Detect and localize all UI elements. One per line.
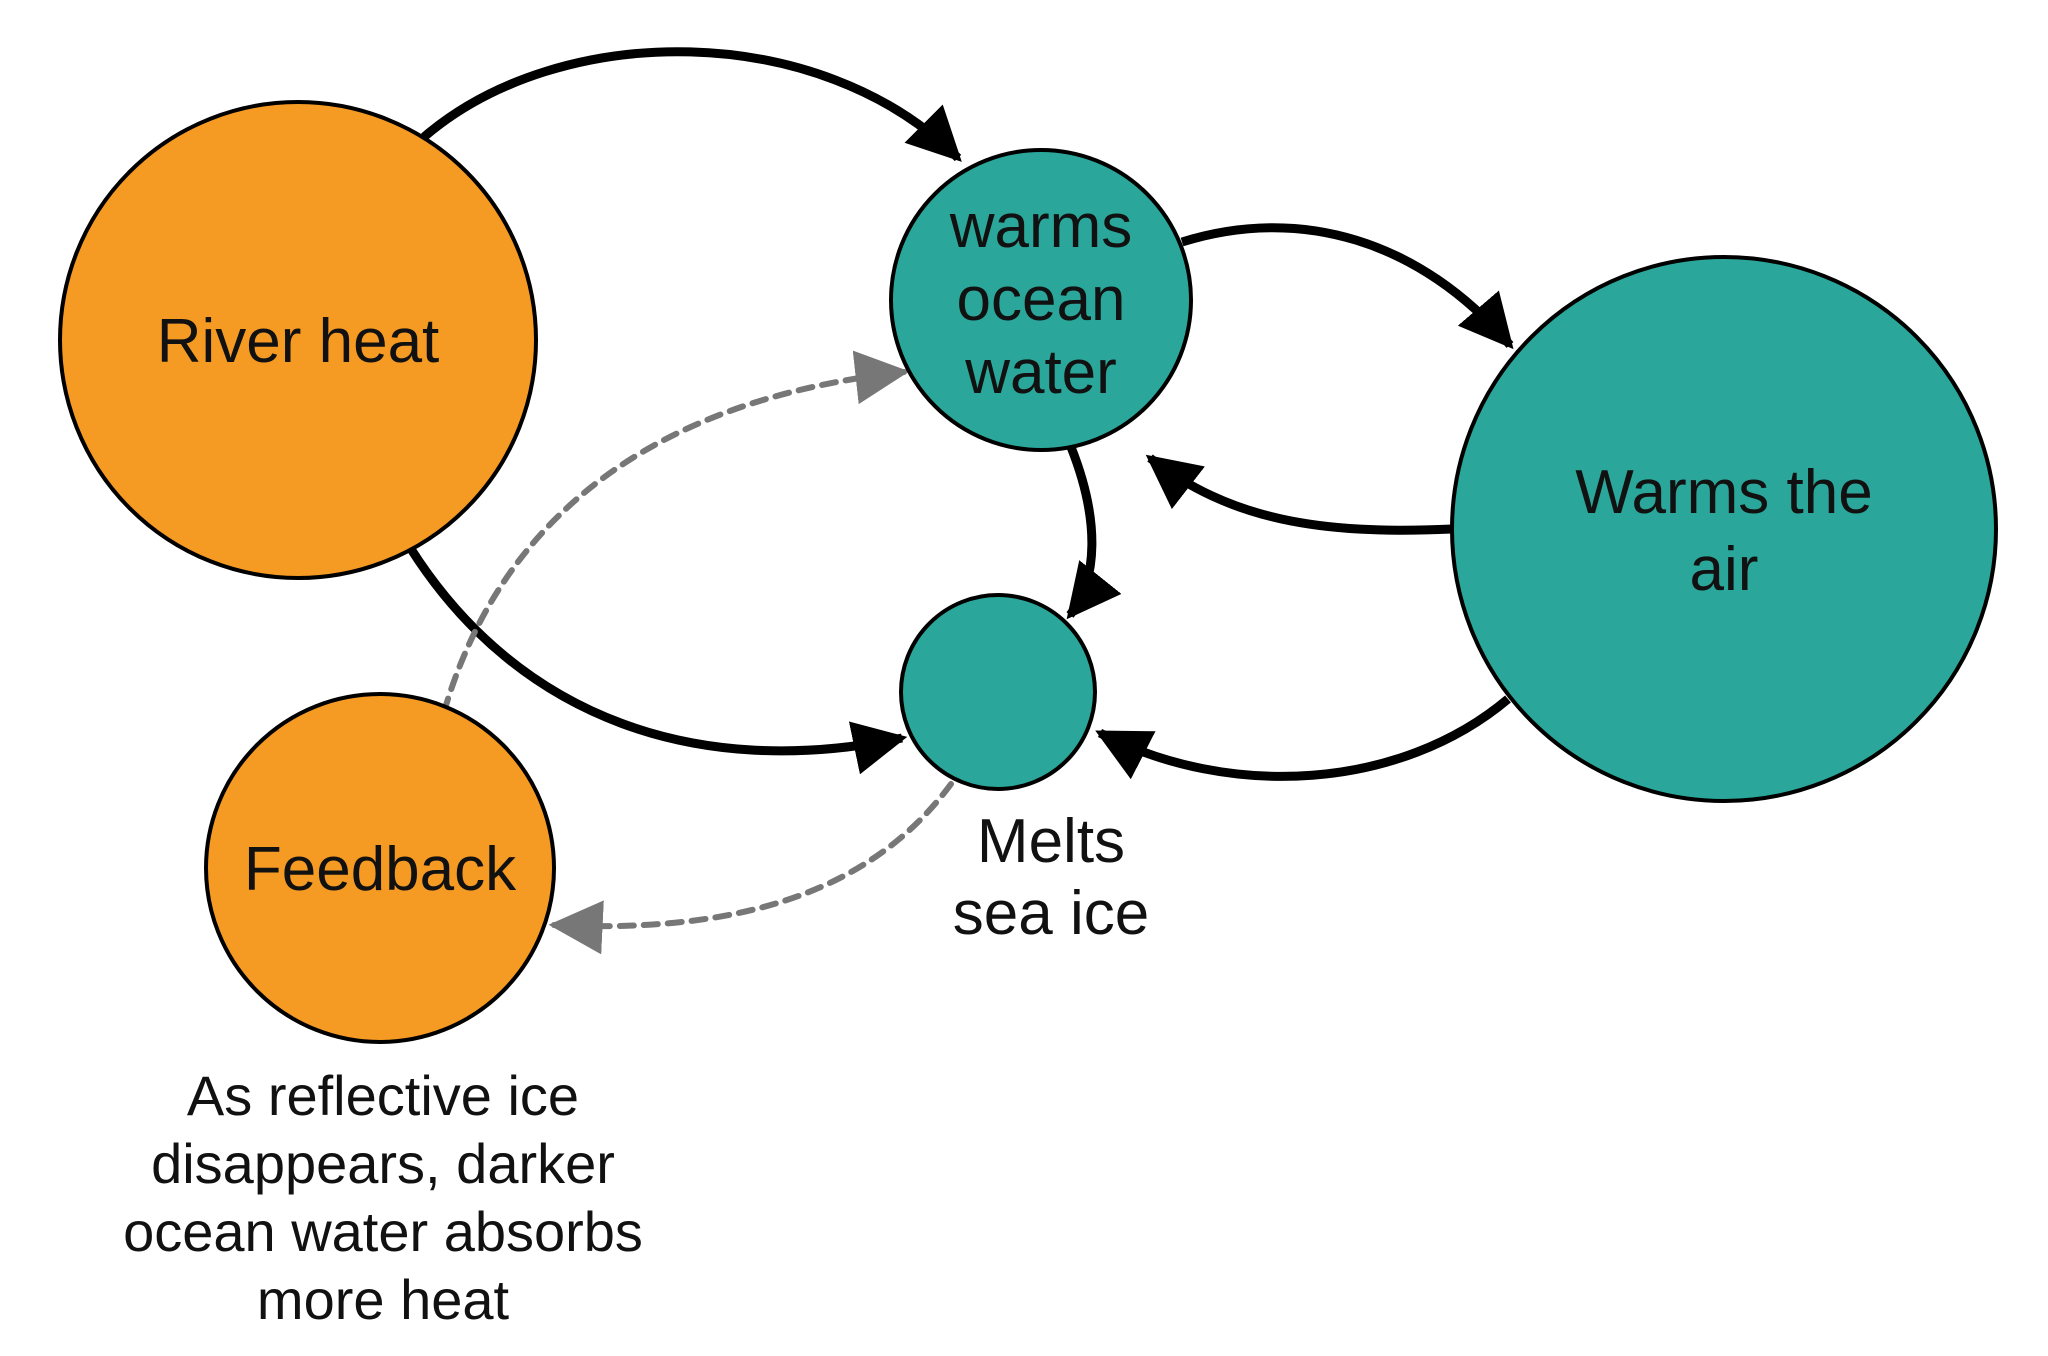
warms-air-label-line2: air	[1690, 535, 1759, 604]
sea-ice-label-line2: sea ice	[953, 879, 1149, 948]
edge-air-to-seaice	[1095, 695, 1511, 781]
sea-ice-label-line1: Melts	[977, 807, 1125, 876]
edge-ocean-to-seaice	[1066, 445, 1122, 620]
ocean-water-circle	[889, 148, 1193, 452]
caption-line3: ocean water absorbs	[123, 1200, 643, 1263]
feedback-caption: As reflective ice disappears, darker oce…	[123, 1064, 643, 1331]
edge-feedback-to-ocean	[441, 350, 910, 715]
warms-air-label-line1: Warms the	[1575, 458, 1872, 527]
node-feedback: Feedback	[204, 692, 556, 1044]
edge-seaice-to-feedback	[548, 781, 954, 955]
ocean-water-label-line3: water	[964, 338, 1117, 407]
river-heat-label: River heat	[157, 307, 440, 376]
edges	[407, 47, 1514, 955]
feedback-label: Feedback	[244, 835, 517, 904]
ocean-water-label-line2: ocean	[957, 265, 1126, 334]
river-heat-circle	[58, 100, 538, 580]
feedback-circle	[204, 692, 556, 1044]
caption-line1: As reflective ice	[187, 1064, 579, 1127]
edge-river-to-ocean	[421, 47, 962, 162]
edge-river-to-seaice	[407, 546, 908, 775]
node-ocean-water: warms ocean water	[889, 148, 1193, 452]
warms-air-circle	[1450, 255, 1998, 803]
node-sea-ice	[899, 593, 1097, 791]
edge-ocean-to-air	[1180, 223, 1514, 350]
ocean-water-label-line1: warms	[949, 192, 1133, 261]
caption-line4: more heat	[257, 1268, 510, 1331]
sea-ice-label: Melts sea ice	[953, 807, 1149, 948]
node-warms-air: Warms the air	[1450, 255, 1998, 803]
sea-ice-circle	[899, 593, 1097, 791]
node-river-heat: River heat	[58, 100, 538, 580]
edge-air-to-ocean	[1145, 454, 1453, 535]
caption-line2: disappears, darker	[151, 1132, 615, 1195]
